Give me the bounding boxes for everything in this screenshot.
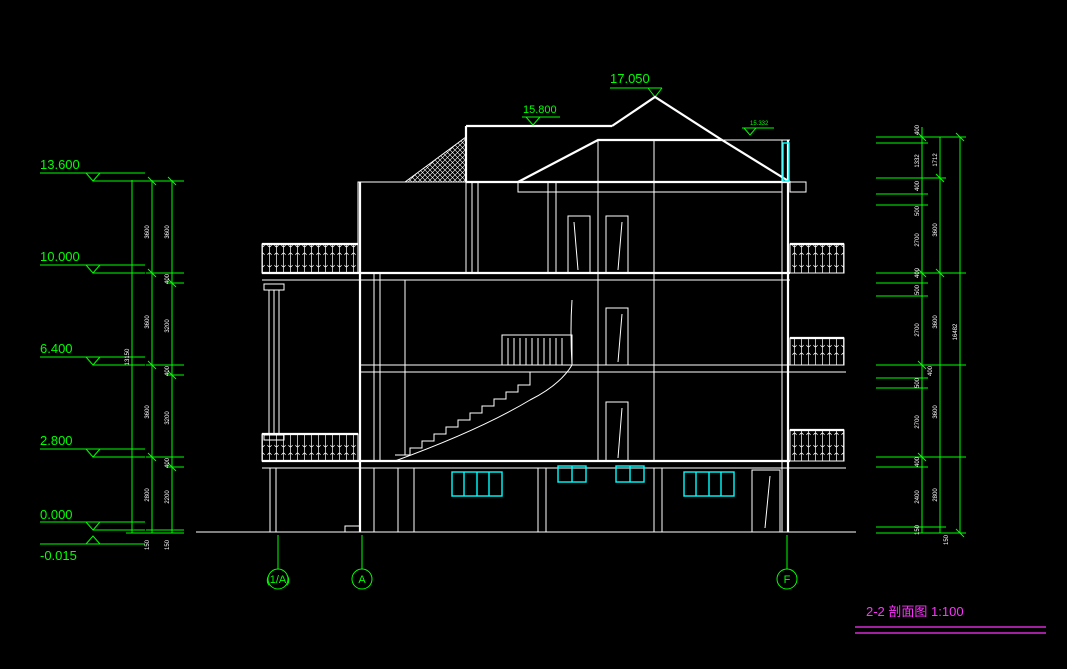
left-inner-dim-3: 3200 bbox=[165, 319, 171, 333]
elev-label-eave: 15.332 bbox=[750, 121, 769, 127]
right-a-dim-5: 2700 bbox=[915, 233, 921, 247]
elev-marker-roof: 15.800 bbox=[522, 104, 560, 126]
elev-marker-0000: 0.000 bbox=[40, 507, 145, 531]
left-dimension-chains: 3600 3600 3600 2800 150 3600 400 3200 40… bbox=[125, 176, 184, 550]
elev-label-10000: 10.000 bbox=[40, 249, 80, 264]
elev-label-13600: 13.600 bbox=[40, 157, 80, 172]
right-a-dim-10: 400 bbox=[928, 365, 934, 376]
left-inner-dim-7: 2200 bbox=[165, 490, 171, 504]
left-total-dim: 13150 bbox=[125, 348, 131, 365]
balcony-right-2f bbox=[789, 336, 846, 373]
elev-label-ridge: 17.050 bbox=[610, 71, 650, 86]
elev-marker-2800: 2.800 bbox=[40, 433, 145, 458]
roof-window bbox=[782, 142, 790, 182]
balcony-right-3f bbox=[789, 242, 845, 274]
left-inner-dim-6: 400 bbox=[165, 457, 171, 468]
building-section bbox=[196, 95, 856, 533]
axis-label-a: A bbox=[358, 574, 366, 586]
left-inner-dim-5: 3200 bbox=[165, 411, 171, 425]
door-3f bbox=[567, 215, 629, 274]
window-ground-3 bbox=[615, 465, 645, 483]
window-ground-1 bbox=[451, 471, 503, 497]
right-b-dim-6: 150 bbox=[944, 534, 950, 545]
right-b-dim-1: 1712 bbox=[933, 153, 939, 167]
elev-marker-10000: 10.000 bbox=[40, 249, 145, 274]
axis-label-f: F bbox=[784, 574, 791, 586]
left-outer-dim-5: 150 bbox=[145, 539, 151, 550]
left-elevation-markers: 13.600 10.000 6.400 2.800 0.000 bbox=[40, 157, 145, 563]
right-a-dim-2: 1332 bbox=[915, 154, 921, 168]
interior-stair bbox=[394, 299, 573, 462]
right-a-dim-4: 500 bbox=[915, 205, 921, 216]
door-1f bbox=[605, 401, 629, 462]
left-outer-dim-2: 3600 bbox=[145, 315, 151, 329]
left-inner-dim-8: 150 bbox=[165, 539, 171, 550]
elev-label-6400: 6.400 bbox=[40, 341, 73, 356]
right-a-dim-1: 400 bbox=[915, 124, 921, 135]
right-a-dim-6: 400 bbox=[915, 267, 921, 278]
right-b-dim-5: 2800 bbox=[933, 488, 939, 502]
right-a-dim-9: 500 bbox=[915, 377, 921, 388]
left-column bbox=[263, 283, 285, 532]
elev-marker-ridge: 17.050 bbox=[610, 71, 663, 98]
right-a-dim-7: 500 bbox=[915, 284, 921, 295]
door-2f bbox=[605, 307, 629, 366]
right-a-dim-13: 2400 bbox=[915, 490, 921, 504]
ground-windows bbox=[451, 465, 735, 497]
right-a-dim-3: 400 bbox=[915, 180, 921, 191]
right-a-dim-8: 2700 bbox=[915, 323, 921, 337]
elev-marker-13600: 13.600 bbox=[40, 157, 145, 182]
right-a-dim-14: 150 bbox=[915, 524, 921, 535]
window-ground-4 bbox=[683, 471, 735, 497]
drawing-title: 2-2 剖面图 1:100 bbox=[855, 604, 1046, 634]
right-dimension-chains: 400 1332 400 500 2700 400 500 2700 500 4… bbox=[876, 124, 966, 545]
roof-ridge bbox=[611, 95, 723, 141]
axis-bubble-f bbox=[776, 568, 798, 590]
drawing-title-text: 2-2 剖面图 1:100 bbox=[866, 604, 964, 619]
elev-marker-eave: 15.332 bbox=[742, 121, 774, 136]
axis-bubble-1-a bbox=[267, 568, 289, 590]
right-b-dim-4: 3600 bbox=[933, 405, 939, 419]
axis-label-1-a: (1/A) bbox=[266, 574, 290, 586]
axis-grid: (1/A) A F bbox=[266, 535, 798, 590]
right-b-dim-3: 3600 bbox=[933, 315, 939, 329]
right-total-dim: 16482 bbox=[953, 323, 959, 340]
right-b-dim-2: 3600 bbox=[933, 223, 939, 237]
right-a-dim-11: 2700 bbox=[915, 415, 921, 429]
balcony-right-1f bbox=[789, 428, 846, 469]
left-inner-dim-2: 400 bbox=[165, 273, 171, 284]
elev-label-roof: 15.800 bbox=[523, 104, 557, 116]
elev-label-0000: 0.000 bbox=[40, 507, 73, 522]
door-ground bbox=[751, 469, 781, 533]
elev-marker-6400: 6.400 bbox=[40, 341, 145, 366]
left-outer-dim-3: 3600 bbox=[145, 405, 151, 419]
elev-label-2800: 2.800 bbox=[40, 433, 73, 448]
left-inner-dim-1: 3600 bbox=[165, 225, 171, 239]
elev-marker-neg0015: -0.015 bbox=[40, 535, 145, 563]
entry-step bbox=[344, 525, 360, 532]
balcony-left-3f bbox=[261, 242, 359, 274]
axis-bubble-a bbox=[351, 568, 373, 590]
left-outer-dim-1: 3600 bbox=[145, 225, 151, 239]
right-a-dim-12: 400 bbox=[915, 456, 921, 467]
balcony-left-1f bbox=[261, 432, 359, 462]
elev-label-neg0015: -0.015 bbox=[40, 548, 77, 563]
roof-tile-hatch bbox=[403, 136, 467, 183]
window-ground-2 bbox=[557, 465, 587, 483]
left-outer-dim-4: 2800 bbox=[145, 488, 151, 502]
left-inner-dim-4: 400 bbox=[165, 365, 171, 376]
